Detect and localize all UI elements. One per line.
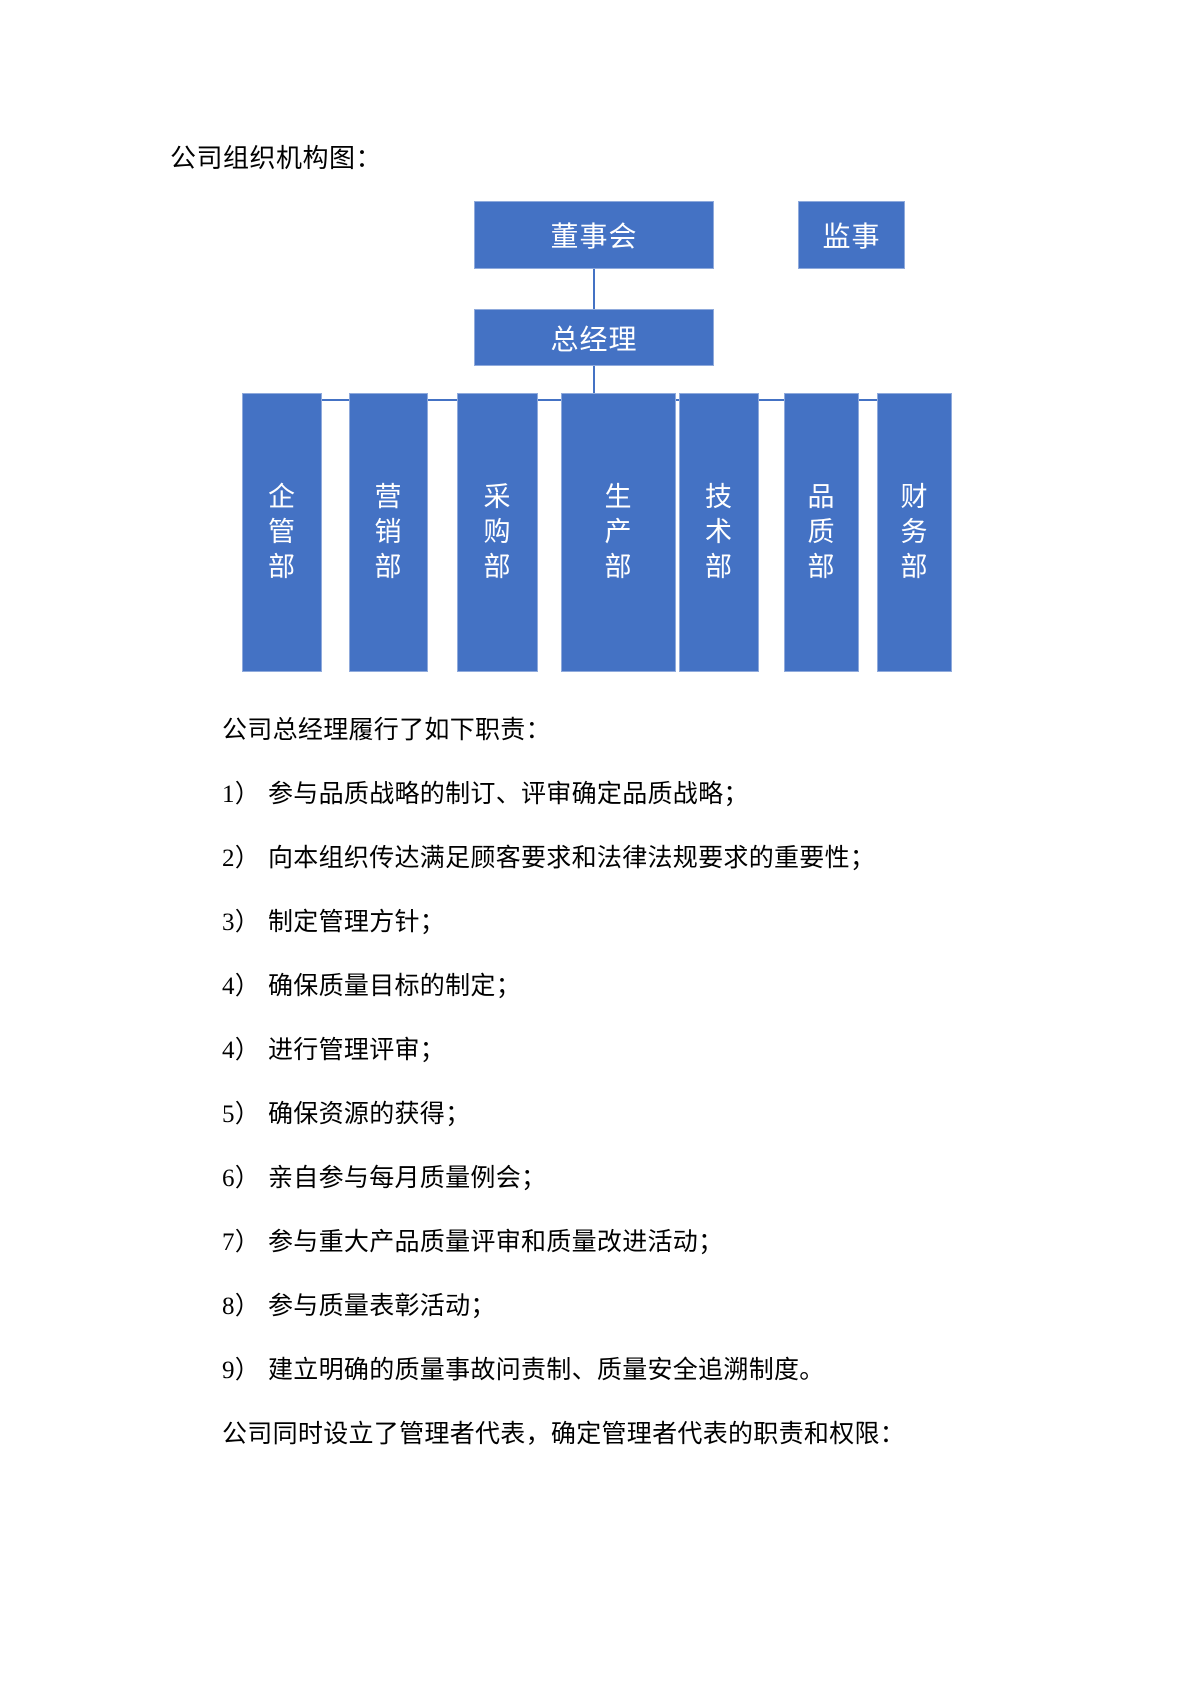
duty-item: 8） 参与质量表彰活动； — [222, 1292, 982, 1322]
duty-item-text: 确保质量目标的制定； — [268, 973, 522, 1000]
duty-item-number: 6） — [222, 1165, 261, 1192]
duty-item: 1） 参与品质战略的制订、评审确定品质战略； — [222, 780, 982, 810]
duty-item-text: 制定管理方针； — [268, 909, 446, 936]
department-label: 采购部 — [483, 481, 512, 583]
connector-gm-to-bus — [593, 366, 595, 400]
duty-item-number: 4） — [222, 1037, 261, 1064]
duty-list: 1） 参与品质战略的制订、评审确定品质战略； 2） 向本组织传达满足顾客要求和法律法规… — [222, 780, 982, 1386]
department-label: 技术部 — [705, 481, 733, 583]
department-label: 营销部 — [374, 481, 403, 583]
duty-item-text: 参与重大产品质量评审和质量改进活动； — [268, 1229, 724, 1256]
department-label: 品质部 — [807, 481, 836, 583]
department-label: 企管部 — [268, 481, 296, 583]
org-node-department-1[interactable]: 企管部 — [242, 393, 322, 672]
duty-item: 9） 建立明确的质量事故问责制、质量安全追溯制度。 — [222, 1356, 982, 1386]
duty-item: 4） 确保质量目标的制定； — [222, 972, 982, 1002]
duty-item-text: 参与品质战略的制订、评审确定品质战略； — [268, 781, 749, 808]
org-node-department-2[interactable]: 营销部 — [349, 393, 428, 672]
duty-item: 4） 进行管理评审； — [222, 1036, 982, 1066]
duty-item-number: 4） — [222, 973, 261, 1000]
duty-item-number: 3） — [222, 909, 261, 936]
duty-item: 3） 制定管理方针； — [222, 908, 982, 938]
org-node-board[interactable]: 董事会 — [474, 201, 714, 269]
duty-item-text: 参与质量表彰活动； — [268, 1293, 496, 1320]
org-node-supervisor[interactable]: 监事 — [798, 201, 905, 269]
duty-item-text: 向本组织传达满足顾客要求和法律法规要求的重要性； — [268, 845, 876, 872]
org-node-general-manager[interactable]: 总经理 — [474, 309, 714, 366]
org-node-department-3[interactable]: 采购部 — [457, 393, 538, 672]
duty-item-number: 7） — [222, 1229, 261, 1256]
connector-board-to-gm — [593, 269, 595, 309]
duty-item-number: 8） — [222, 1293, 261, 1320]
duty-item: 6） 亲自参与每月质量例会； — [222, 1164, 982, 1194]
org-node-department-5[interactable]: 技术部 — [679, 393, 759, 672]
duty-item-text: 建立明确的质量事故问责制、质量安全追溯制度。 — [268, 1357, 825, 1384]
org-node-department-4[interactable]: 生产部 — [561, 393, 676, 672]
duty-item-text: 亲自参与每月质量例会； — [268, 1165, 547, 1192]
duty-item-number: 5） — [222, 1101, 261, 1128]
duty-item-number: 2） — [222, 845, 261, 872]
org-node-department-7[interactable]: 财务部 — [877, 393, 952, 672]
duty-item: 2） 向本组织传达满足顾客要求和法律法规要求的重要性； — [222, 844, 982, 874]
org-node-department-6[interactable]: 品质部 — [784, 393, 859, 672]
closing-paragraph: 公司同时设立了管理者代表，确定管理者代表的职责和权限： — [222, 1421, 906, 1448]
department-label: 生产部 — [604, 481, 633, 583]
duty-item: 5） 确保资源的获得； — [222, 1100, 982, 1130]
department-label: 财务部 — [900, 481, 929, 583]
duty-item-text: 确保资源的获得； — [268, 1101, 471, 1128]
duty-item-number: 9） — [222, 1357, 261, 1384]
org-chart: 董事会 监事 总经理 企管部 营销部 采购部 生产部 技术部 品质部 财务部 — [0, 0, 1190, 700]
page-title: 公司组织机构图： — [170, 144, 383, 173]
duty-item-text: 进行管理评审； — [268, 1037, 446, 1064]
body-text: 公司总经理履行了如下职责： 1） 参与品质战略的制订、评审确定品质战略； 2） 向本组… — [222, 716, 982, 1484]
duty-item-number: 1） — [222, 781, 261, 808]
duty-item: 7） 参与重大产品质量评审和质量改进活动； — [222, 1228, 982, 1258]
intro-paragraph: 公司总经理履行了如下职责： — [222, 717, 551, 744]
